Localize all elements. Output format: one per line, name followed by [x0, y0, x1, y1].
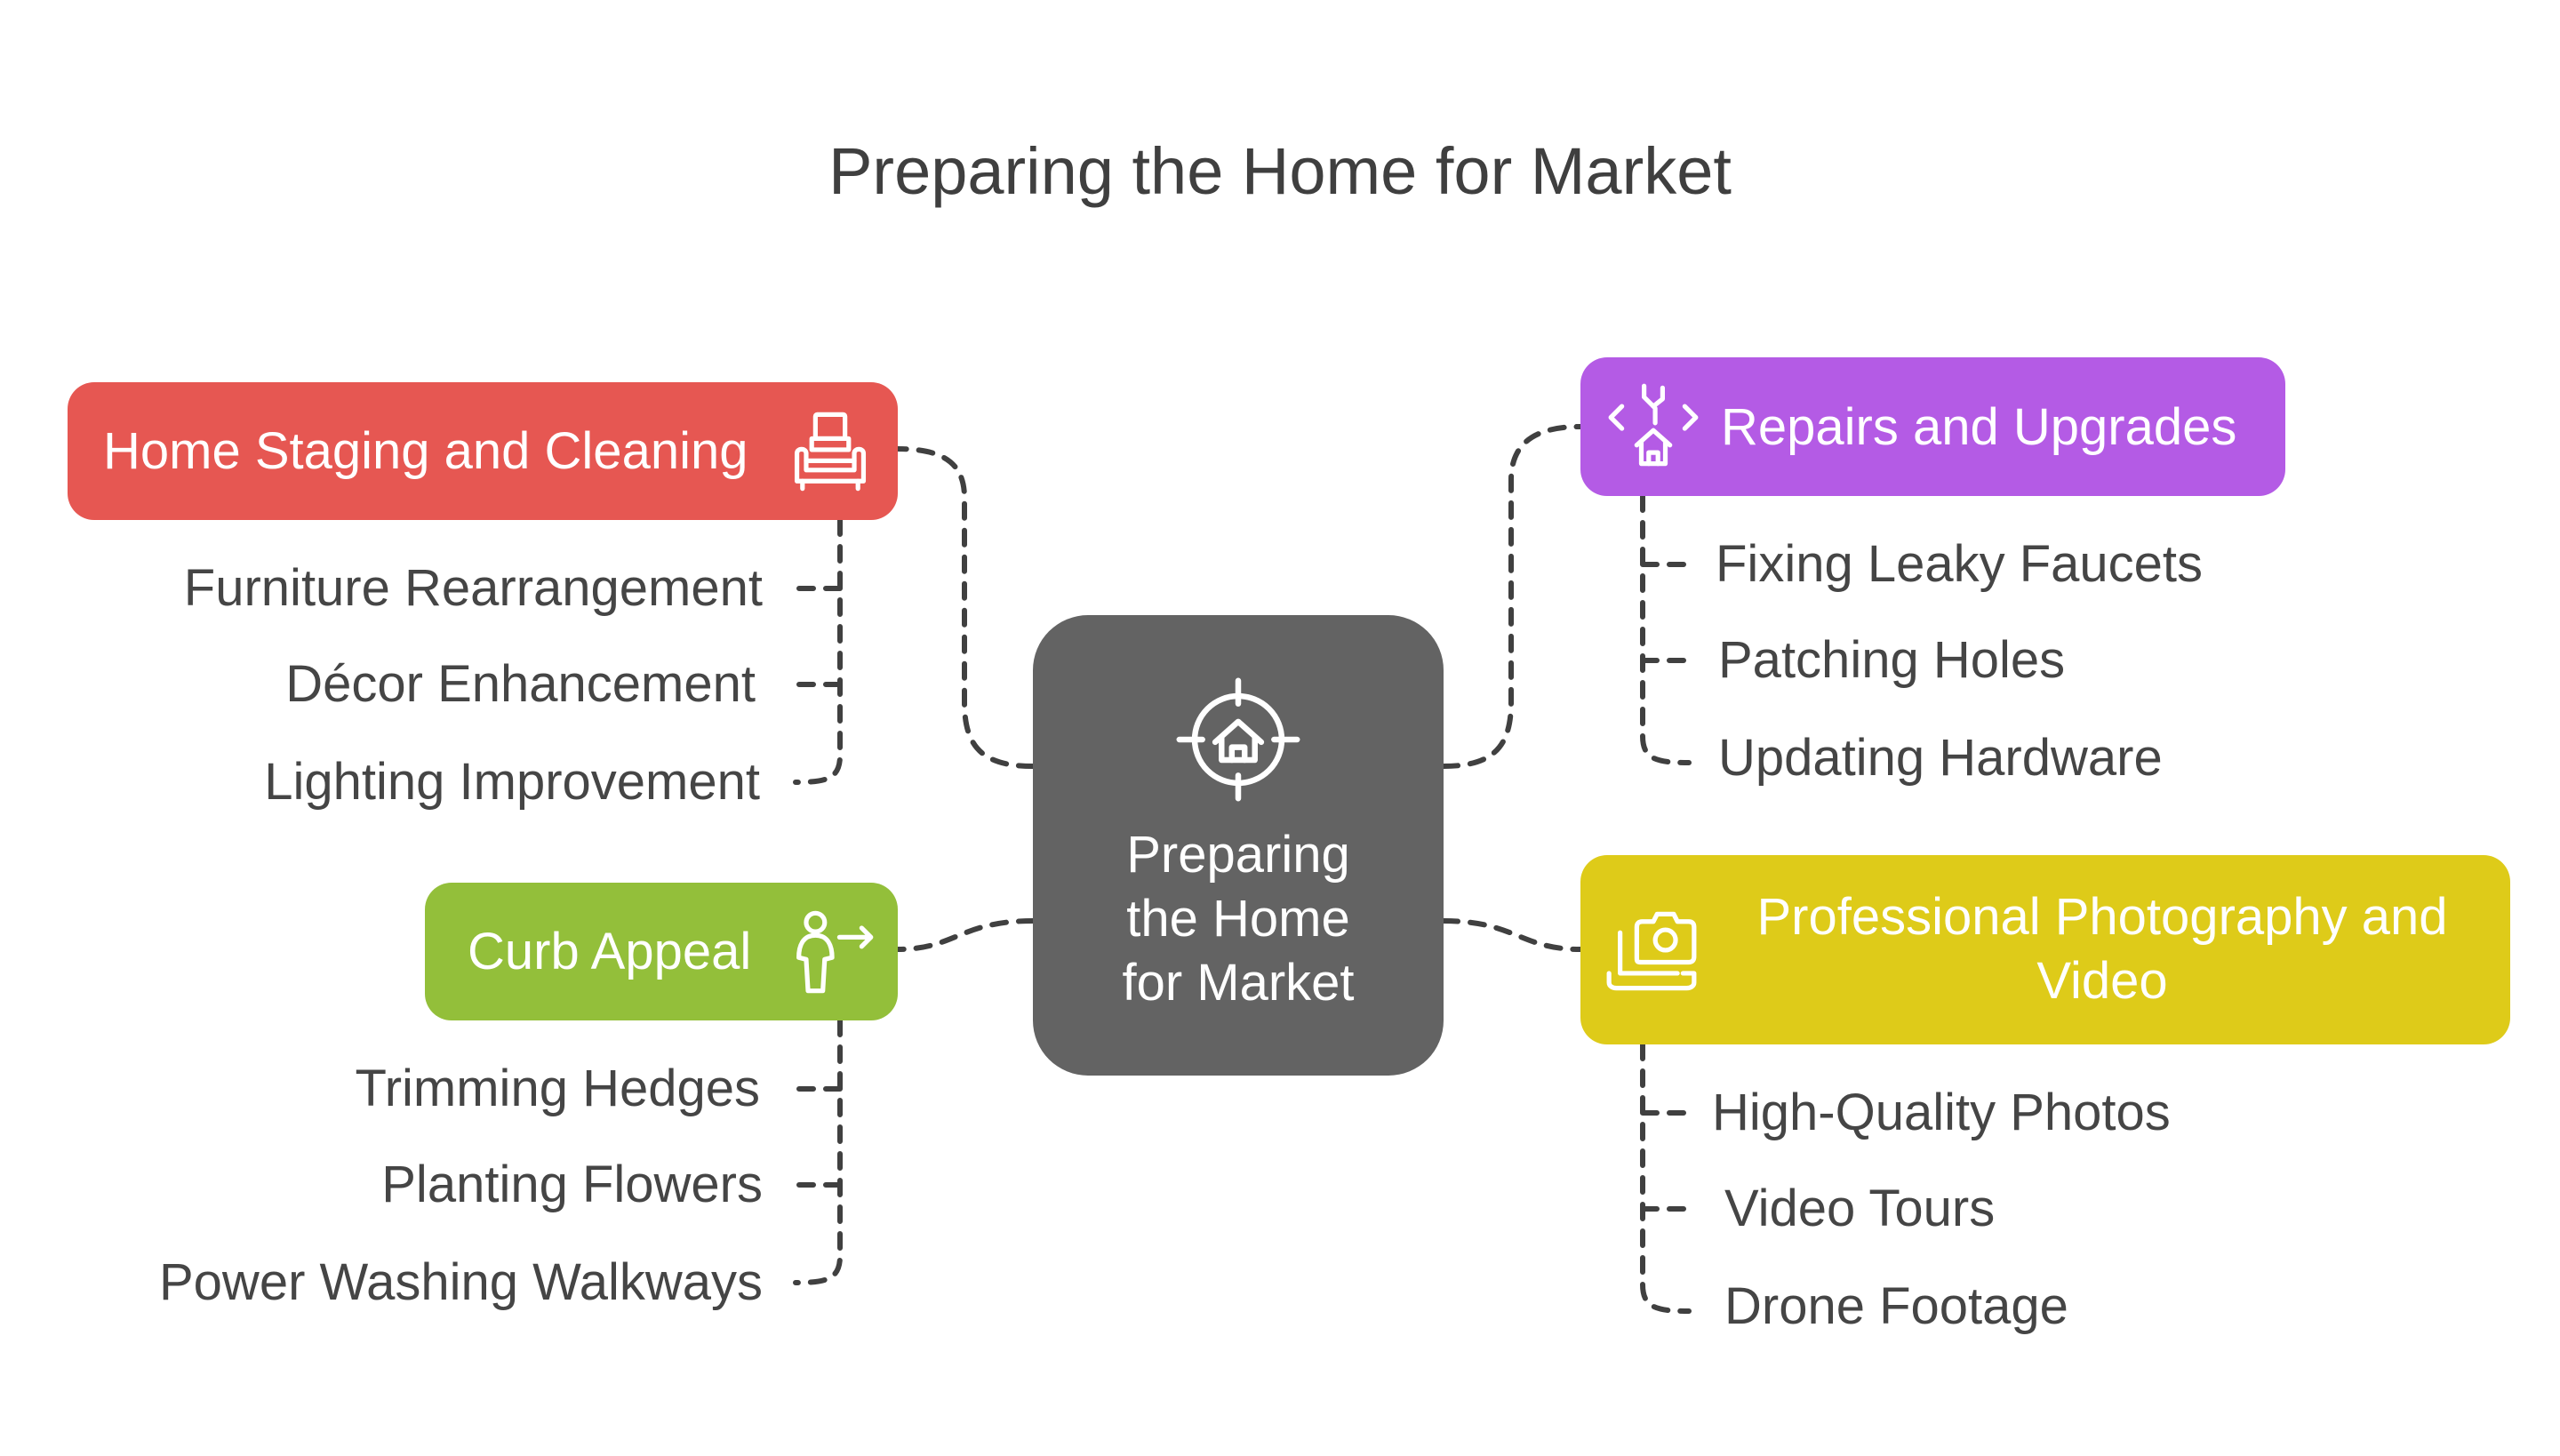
- branch-home-staging: Home Staging and Cleaning: [68, 382, 898, 520]
- branch-photography-video: Professional Photography and Video: [1580, 855, 2510, 1044]
- person-arrow-icon: [784, 906, 876, 998]
- branch-label: Professional Photography and Video: [1756, 888, 2448, 1010]
- list-item: Fixing Leaky Faucets: [1716, 535, 2204, 593]
- list-item: Video Tours: [1724, 1180, 1996, 1237]
- list-item: Patching Holes: [1718, 631, 2066, 689]
- link-center-repairs: [1441, 424, 1583, 769]
- sofa-icon: [784, 405, 876, 498]
- list-item: High-Quality Photos: [1712, 1084, 2171, 1141]
- link-staging-trunk: [793, 517, 843, 785]
- central-topic-label: Preparing the Home for Market: [1122, 826, 1355, 1012]
- list-item: Power Washing Walkways: [158, 1253, 763, 1311]
- home-target-icon: [1174, 676, 1302, 804]
- link-center-photo: [1441, 918, 1583, 952]
- tools-house-icon: [1607, 380, 1700, 473]
- list-item: Lighting Improvement: [264, 753, 760, 811]
- branch-label: Repairs and Upgrades: [1721, 397, 2237, 456]
- list-item: Furniture Rearrangement: [183, 559, 763, 617]
- branch-label: Home Staging and Cleaning: [103, 422, 748, 480]
- branch-label: Curb Appeal: [468, 923, 752, 980]
- link-center-staging: [895, 446, 1036, 769]
- central-topic: Preparing the Home for Market: [1033, 615, 1444, 1076]
- list-item: Planting Flowers: [381, 1156, 763, 1213]
- link-curb-trunk: [793, 1018, 843, 1285]
- page-title: Preparing the Home for Market: [828, 134, 1732, 208]
- link-repairs-trunk: [1640, 493, 1692, 765]
- laptop-camera-icon: [1605, 905, 1698, 997]
- list-item: Updating Hardware: [1718, 729, 2163, 787]
- branch-repairs-upgrades: Repairs and Upgrades: [1580, 357, 2285, 496]
- list-item: Trimming Hedges: [355, 1060, 760, 1117]
- branch-curb-appeal: Curb Appeal: [425, 883, 898, 1020]
- link-center-curb: [895, 918, 1036, 952]
- list-item: Décor Enhancement: [285, 655, 756, 713]
- link-photo-trunk: [1640, 1042, 1692, 1314]
- list-item: Drone Footage: [1724, 1277, 2068, 1335]
